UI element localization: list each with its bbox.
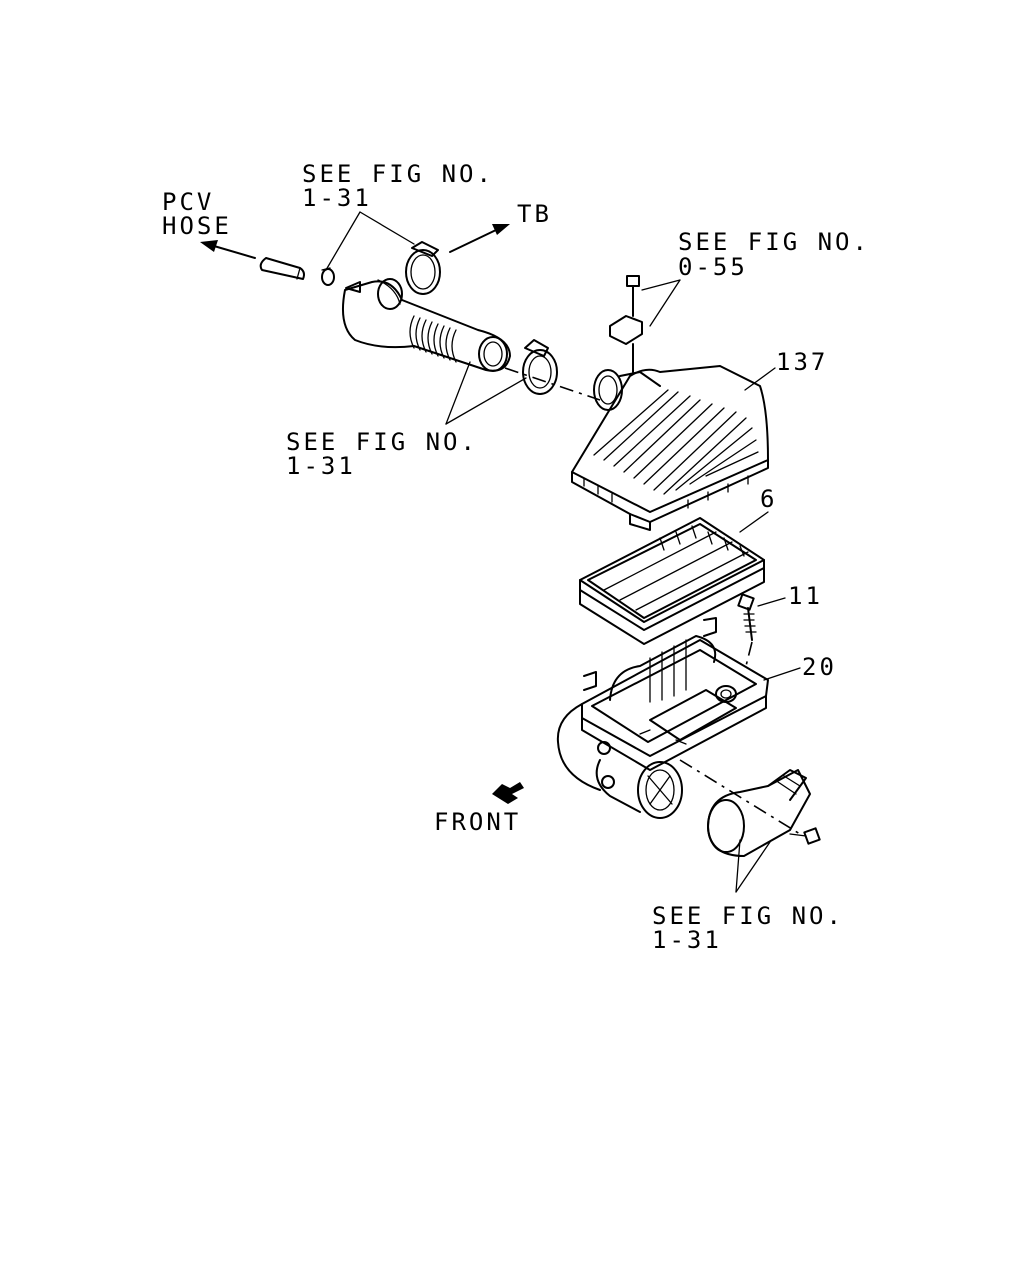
callout-6: 6 — [760, 485, 778, 513]
large-clamp-top — [405, 241, 441, 295]
small-clamp — [321, 267, 335, 286]
tb-label: TB — [517, 200, 552, 228]
see-fig-bottom-line1: SEE FIG NO. — [652, 902, 844, 930]
callout-137: 137 — [776, 348, 829, 376]
intake-duct — [342, 278, 511, 372]
hose-label: HOSE — [162, 212, 232, 240]
large-clamp-mid — [522, 339, 558, 395]
front-label: FRONT — [434, 808, 522, 836]
see-fig-055-line2: 0-55 — [678, 253, 748, 281]
see-fig-top-line1: SEE FIG NO. — [302, 160, 494, 188]
lower-air-cleaner-case — [556, 617, 801, 819]
see-fig-bottom-line2: 1-31 — [652, 926, 722, 954]
see-fig-mid-line2: 1-31 — [286, 452, 356, 480]
callout-11: 11 — [788, 582, 823, 610]
pcv-hose-arrow — [200, 240, 256, 259]
leader-mid — [445, 361, 527, 425]
see-fig-top-line2: 1-31 — [302, 184, 372, 212]
callout-20: 20 — [802, 653, 837, 681]
leader-bottom — [735, 839, 771, 893]
see-fig-mid-line1: SEE FIG NO. — [286, 428, 478, 456]
see-fig-055-line1: SEE FIG NO. — [678, 228, 870, 256]
pcv-hose-stub — [259, 257, 305, 280]
tb-arrow — [449, 224, 510, 253]
centerline-duct — [504, 367, 601, 401]
upper-air-cleaner-case — [571, 365, 776, 531]
leader-top — [325, 211, 415, 271]
air-filter-element — [579, 511, 769, 645]
front-arrow — [492, 782, 524, 804]
side-inlet-duct — [707, 769, 821, 857]
centerline-side-duct — [679, 759, 801, 835]
pcv-label: PCV — [162, 188, 215, 216]
